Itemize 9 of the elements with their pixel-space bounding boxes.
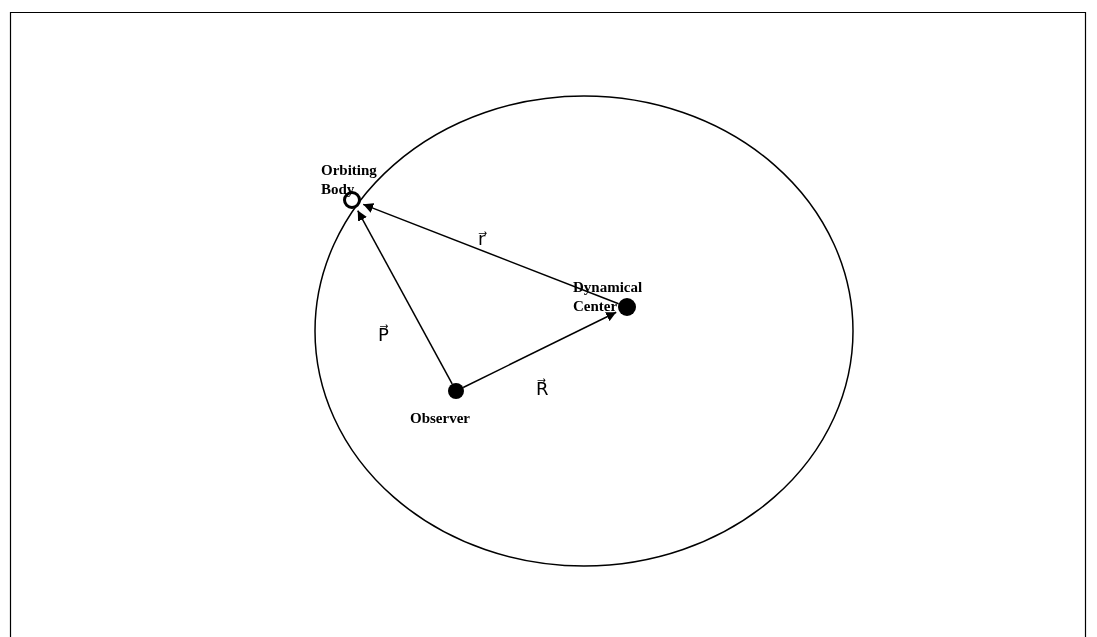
vector-label: r⃗: [478, 227, 486, 251]
vector-arrow: [362, 203, 620, 305]
vector-arrow: [462, 311, 617, 389]
node-label: Orbiting Body: [321, 161, 378, 199]
node-label: Dynamical Center: [573, 278, 644, 316]
vector-label: P⃗: [378, 323, 389, 347]
node-label: Observer: [410, 409, 471, 428]
vector-arrow: [357, 209, 453, 385]
vector-label: R⃗: [536, 377, 549, 401]
